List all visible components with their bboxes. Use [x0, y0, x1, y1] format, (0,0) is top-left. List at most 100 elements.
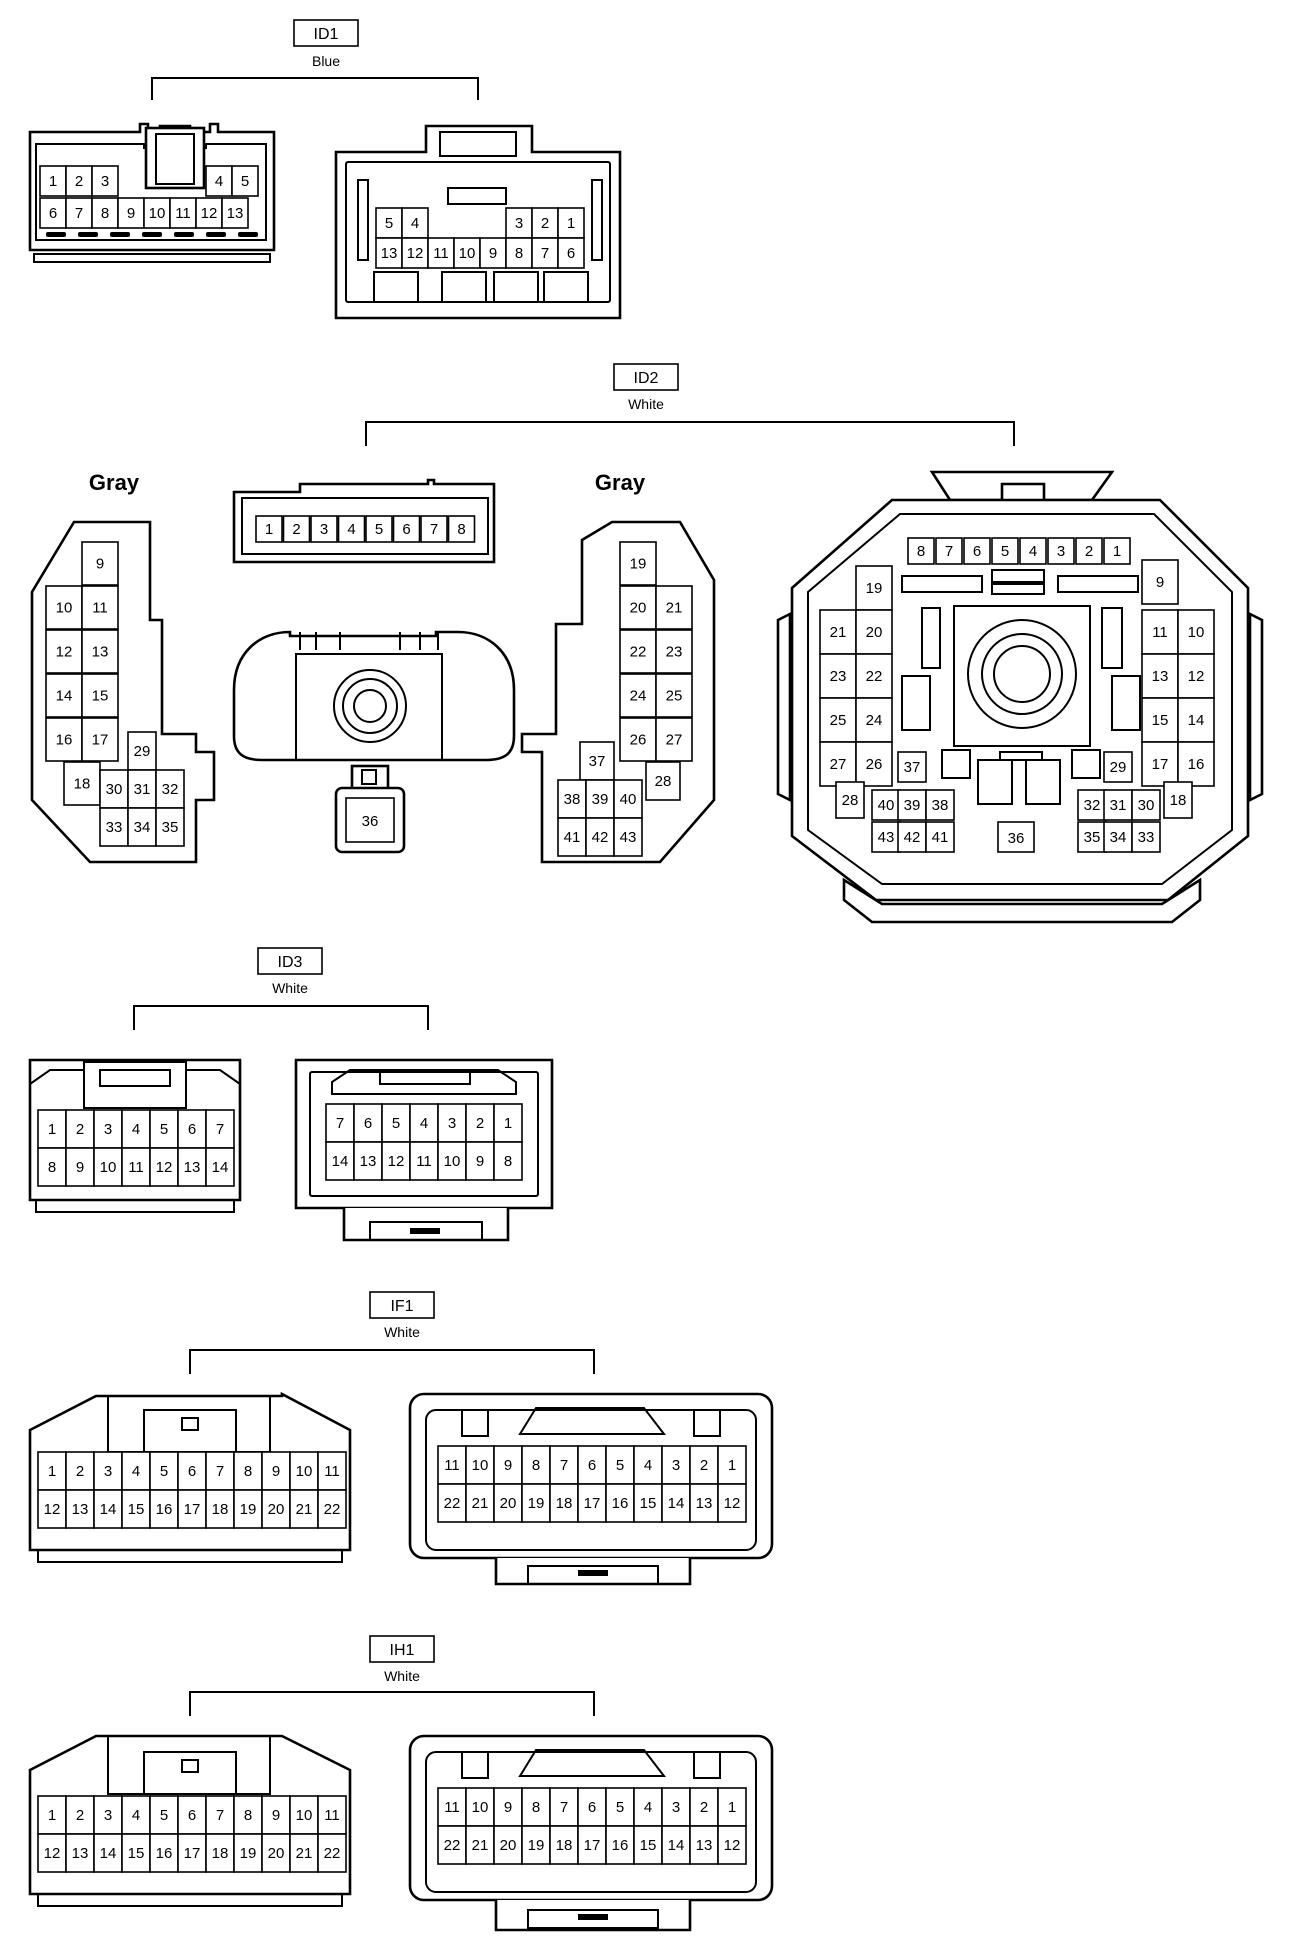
- pin-ih1_a-10: 10: [296, 1807, 313, 1824]
- pin-if1_b-14: 14: [668, 1495, 685, 1512]
- pin-id2-left-11-cell: [81, 585, 119, 630]
- pin-ih1_b-11-cell: [437, 1787, 467, 1827]
- pin-id2-big-left-25-cell: [819, 697, 857, 743]
- pin-id2-mid-42: 42: [592, 829, 609, 846]
- pin-id2-36-label: 36: [362, 813, 379, 830]
- pin-id2-big-right-31: 31: [1110, 797, 1127, 814]
- pin-if1_b-22: 22: [444, 1495, 461, 1512]
- latch-mark: [46, 232, 66, 237]
- pin-id1_a-1-cell: [39, 165, 67, 197]
- pin-id2-mid-43-cell: [613, 817, 643, 857]
- pin-id1_b-2: 2: [541, 215, 549, 232]
- pin-id2-left-13: 13: [92, 644, 109, 661]
- pin-id2-big-right-17: 17: [1152, 756, 1169, 773]
- pin-if1_a-2: 2: [76, 1463, 84, 1480]
- pin-ih1_b-7-cell: [549, 1787, 579, 1827]
- pin-ih1_a-18: 18: [212, 1845, 229, 1862]
- group-if1-label: IF1: [390, 1298, 413, 1315]
- pin-id2-big-top-8-cell: [907, 537, 935, 565]
- pin-id2-big-right-29: 29: [1110, 759, 1127, 776]
- pin-ih1_b-22-cell: [437, 1825, 467, 1865]
- latch-mark: [110, 232, 130, 237]
- pin-if1_b-11: 11: [444, 1457, 460, 1474]
- pin-id1_b-6-cell: [557, 237, 585, 269]
- pin-ih1_b-19: 19: [528, 1837, 545, 1854]
- pin-id2-mid-38-cell: [557, 779, 587, 819]
- pin-id2-strip-2: 2: [292, 521, 300, 538]
- pin-if1_b-1: 1: [728, 1457, 736, 1474]
- pin-id2-big-top-2-cell: [1075, 537, 1103, 565]
- pin-ih1_a-7: 7: [216, 1807, 224, 1824]
- pin-if1_b-16-cell: [605, 1483, 635, 1523]
- pin-id2-big-right-10-cell: [1177, 609, 1215, 655]
- pin-id3_a-14-cell: [205, 1147, 235, 1187]
- pin-ih1_a-12-cell: [37, 1833, 67, 1873]
- pin-id2-big-left-37: 37: [904, 759, 921, 776]
- group-id1-label: ID1: [314, 26, 339, 43]
- pin-ih1_a-11: 11: [324, 1807, 340, 1824]
- pin-id2-left-34-cell: [127, 807, 157, 847]
- pin-id2-left-35: 35: [162, 819, 179, 836]
- pin-if1_b-13: 13: [696, 1495, 713, 1512]
- pin-id2-left-14-cell: [45, 673, 83, 718]
- gray-label-left: Gray: [89, 470, 140, 495]
- pin-id1_a-5-cell: [231, 165, 259, 197]
- pin-ih1_b-12: 12: [724, 1837, 741, 1854]
- pin-id1_a-8: 8: [101, 205, 109, 222]
- pin-id2-left-30: 30: [106, 781, 123, 798]
- pin-id2-mid-24: 24: [630, 688, 647, 705]
- pin-ih1_a-12: 12: [44, 1845, 61, 1862]
- pin-id2-mid-22: 22: [630, 644, 647, 661]
- pin-id2-big-left-26: 26: [866, 756, 883, 773]
- pin-if1_b-18-cell: [549, 1483, 579, 1523]
- pin-id2-mid-38: 38: [564, 791, 581, 808]
- pin-id3_a-1-cell: [37, 1109, 67, 1149]
- pin-id1_b-4: 4: [411, 215, 419, 232]
- pin-id2-big-top-3-cell: [1047, 537, 1075, 565]
- pin-id2-left-10: 10: [56, 600, 73, 617]
- pin-id2-mid-25-cell: [655, 673, 693, 718]
- pin-ih1_b-17-cell: [577, 1825, 607, 1865]
- pin-id2-left-30-cell: [99, 769, 129, 809]
- pin-id2-mid-43: 43: [620, 829, 637, 846]
- pin-id2-big-left-38-cell: [925, 789, 955, 821]
- pin-id2-big-left-43: 43: [878, 829, 895, 846]
- group-id1-box: [293, 19, 359, 47]
- pin-if1_b-16: 16: [612, 1495, 629, 1512]
- pin-if1_a-13-cell: [65, 1489, 95, 1529]
- pin-id1_a-10: 10: [149, 205, 166, 222]
- pin-id2-big-right-11: 11: [1152, 624, 1168, 641]
- pin-id2-big-top-3: 3: [1057, 543, 1065, 560]
- pin-id3_a-8: 8: [48, 1159, 56, 1176]
- pin-id2-left-17-cell: [81, 717, 119, 762]
- pin-id2-big-right-16-cell: [1177, 741, 1215, 787]
- pin-if1_a-21-cell: [289, 1489, 319, 1529]
- pin-id3_b-1: 1: [504, 1115, 512, 1132]
- pin-id3_a-7-cell: [205, 1109, 235, 1149]
- pin-id1_b-7-cell: [531, 237, 559, 269]
- pin-id2-big-left-19: 19: [866, 580, 883, 597]
- pin-ih1_b-9: 9: [504, 1799, 512, 1816]
- pin-ih1_a-4: 4: [132, 1807, 140, 1824]
- pin-if1_a-12-cell: [37, 1489, 67, 1529]
- pin-id2-big-top-7-cell: [935, 537, 963, 565]
- pin-id3_a-7: 7: [216, 1121, 224, 1138]
- pin-id3_b-3-cell: [437, 1103, 467, 1143]
- pin-id2-strip-6: 6: [402, 521, 410, 538]
- pin-ih1_b-22: 22: [444, 1837, 461, 1854]
- pin-id2-mid-37: 37: [589, 753, 606, 770]
- pin-id3_b-11: 11: [416, 1153, 432, 1170]
- pin-ih1_b-2: 2: [700, 1799, 708, 1816]
- pin-if1_b-3-cell: [661, 1445, 691, 1485]
- pin-id2-big-top-2: 2: [1085, 543, 1093, 560]
- pin-id3_a-9: 9: [76, 1159, 84, 1176]
- pin-id1_a-9: 9: [127, 205, 135, 222]
- pin-id2-strip-2-cell: [282, 515, 311, 543]
- pin-id3_a-5: 5: [160, 1121, 168, 1138]
